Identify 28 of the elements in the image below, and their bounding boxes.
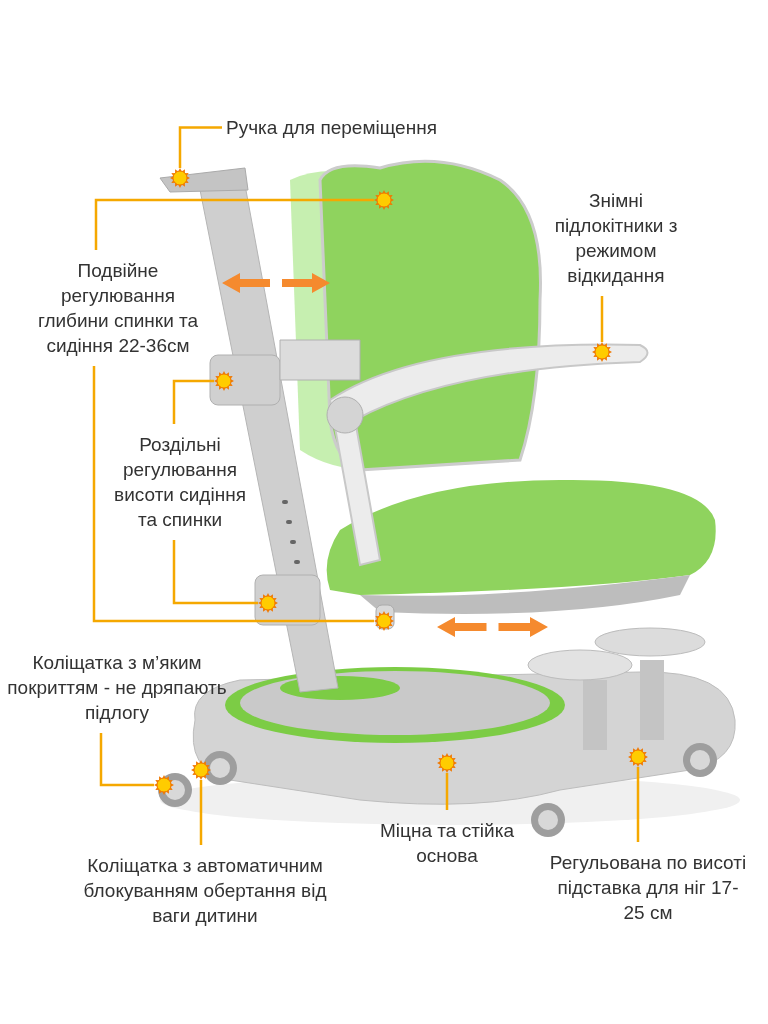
sun-marker-icon	[437, 753, 457, 773]
callout-text: Регульована по висоті підставка для ніг 17-25 см	[548, 851, 748, 925]
sun-marker-icon	[214, 371, 234, 391]
leader-line	[636, 767, 640, 842]
callout-text: Подвійне регулювання глибини спинки та сидіння 22-36см	[36, 259, 200, 358]
callout-text: Коліщатка з м’яким покриттям - не дряпають підлогу	[6, 651, 228, 725]
leader-line	[199, 780, 203, 845]
leader-line	[92, 366, 374, 623]
leader-line	[172, 379, 214, 424]
leader-line	[600, 296, 604, 342]
callout-text: Роздільні регулювання висоти сидіння та спинки	[114, 433, 246, 532]
sun-marker-icon	[628, 747, 648, 767]
callout-text: Знімні підлокітники з режимом відкидання	[553, 189, 679, 288]
leader-line	[178, 126, 222, 168]
leader-line	[172, 540, 258, 605]
sun-marker-icon	[258, 593, 278, 613]
sun-marker-icon	[374, 611, 394, 631]
callout-text: Міцна та стійка основа	[380, 819, 514, 868]
callout-text: Коліщатка з автоматичним блокуванням обертання від ваги дитини	[82, 854, 328, 928]
sun-marker-icon	[154, 775, 174, 795]
sun-marker-icon	[170, 168, 190, 188]
sun-marker-icon	[592, 342, 612, 362]
sun-marker-icon	[191, 760, 211, 780]
sun-marker-icon	[374, 190, 394, 210]
callout-text: Ручка для переміщення	[226, 116, 438, 140]
leader-line	[94, 198, 374, 250]
leader-line	[99, 733, 154, 787]
leader-line	[445, 773, 449, 810]
